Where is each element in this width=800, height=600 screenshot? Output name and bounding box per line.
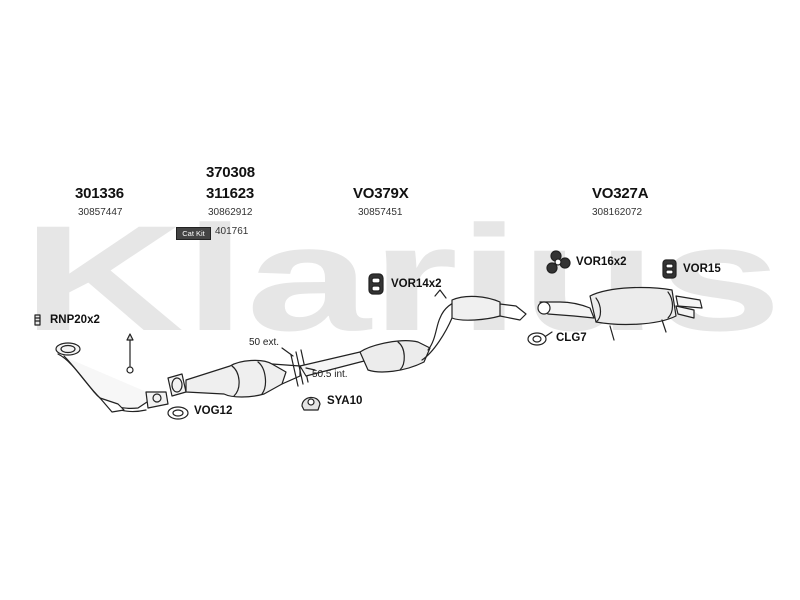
note-50-5-int: 50.5 int. xyxy=(312,369,348,380)
sya-mount-icon xyxy=(301,396,321,411)
oe-number-308162072: 308162072 xyxy=(592,207,643,218)
vor16-rubber-icon xyxy=(546,250,571,274)
cat-kit-badge: Cat Kit xyxy=(176,227,211,240)
label-vog12: VOG12 xyxy=(194,405,233,417)
cat-kit-number: 401761 xyxy=(215,226,249,237)
oxygen-sensor xyxy=(126,333,134,374)
label-vor15: VOR15 xyxy=(683,263,721,275)
sleeve-joint xyxy=(281,347,369,387)
part-number-301336: 301336 xyxy=(75,185,124,202)
oe-number-30862912: 30862912 xyxy=(208,207,253,218)
label-sya10: SYA10 xyxy=(327,395,363,407)
part-number-vo327a: VO327A xyxy=(592,185,649,202)
catalytic-converter xyxy=(185,359,301,398)
part-number-vo379x: VO379X xyxy=(353,185,409,202)
label-rnp20x2: RNP20x2 xyxy=(50,314,100,326)
note-50-ext: 50 ext. xyxy=(249,337,280,348)
label-vor14x2: VOR14x2 xyxy=(391,278,442,290)
oe-number-30857447: 30857447 xyxy=(78,207,123,218)
vor15-rubber-icon xyxy=(662,259,677,279)
rear-silencer xyxy=(537,286,703,341)
clg-clamp-icon xyxy=(527,331,553,346)
vor14-rubber-icon xyxy=(368,273,384,295)
label-vor16x2: VOR16x2 xyxy=(576,256,627,268)
rnp-bolt-icon xyxy=(34,314,41,326)
flange-joint xyxy=(167,373,187,397)
front-downpipe xyxy=(55,342,169,413)
vog-clamp-icon xyxy=(167,406,189,420)
part-number-370308: 370308 xyxy=(206,164,255,181)
oe-number-30857451: 30857451 xyxy=(358,207,403,218)
label-clg7: CLG7 xyxy=(556,332,587,344)
centre-silencer xyxy=(359,289,527,373)
part-number-311623: 311623 xyxy=(206,185,255,202)
watermark-text: Klarius xyxy=(22,194,782,362)
